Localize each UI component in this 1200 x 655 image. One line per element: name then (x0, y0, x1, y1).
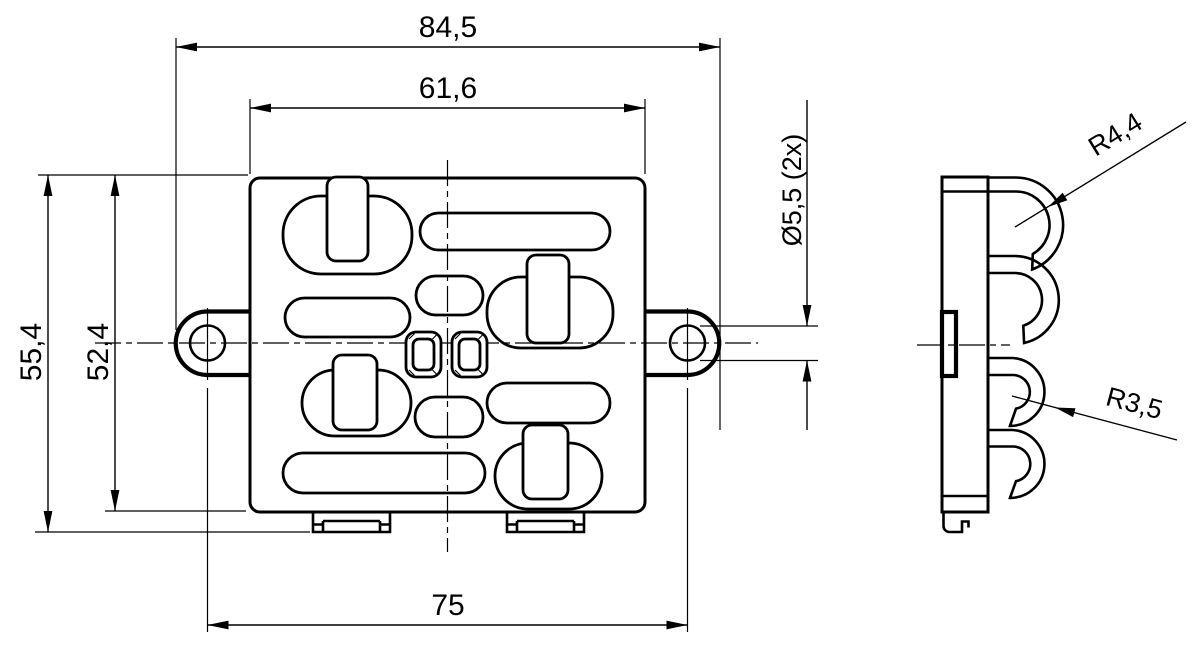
slot-stadium-left-middle (283, 296, 412, 339)
grommet-left (404, 330, 443, 379)
centerlines (95, 160, 1010, 552)
slot-lower-left (331, 353, 379, 432)
dim-label-radius-small: R3,5 (1103, 381, 1166, 425)
clip-1 (988, 176, 1065, 272)
dimension-hole-spacing: 75 (206, 388, 689, 632)
leader-line (1011, 395, 1178, 441)
callout-radius-large: R4,4 (1014, 107, 1187, 228)
dimension-overall-height: 55,4 (15, 174, 310, 533)
arrowhead-up (802, 360, 812, 382)
side-tab-profile (939, 309, 959, 379)
slot-stadium-bottom-left (281, 451, 487, 495)
dimension-overall-width: 84,5 (175, 11, 721, 430)
callout-radius-small: R3,5 (1011, 381, 1178, 441)
arrowhead (1048, 192, 1068, 207)
side-view (939, 175, 1065, 534)
plate-band-lines (942, 190, 988, 498)
foot-left (311, 512, 392, 534)
slot-middle-right (525, 253, 571, 345)
dim-label-slot-field-width: 61,6 (419, 72, 477, 105)
dim-label-hole-spacing: 75 (431, 589, 464, 622)
extension-lines (206, 388, 689, 632)
extension-lines (35, 174, 310, 533)
dim-label-radius-large: R4,4 (1083, 107, 1147, 162)
slot-stadium-top-right (418, 211, 612, 252)
dim-label-overall-height: 55,4 (15, 323, 48, 381)
slot-stadium-center-lower (413, 395, 485, 439)
snap-hook (942, 512, 970, 534)
clip-2 (988, 254, 1061, 345)
dimension-body-height: 52,4 (82, 175, 246, 512)
slot-bottom-right (521, 423, 570, 501)
arrowhead-right (699, 42, 720, 52)
extension-lines (175, 38, 721, 430)
tangent-lines (700, 325, 818, 362)
slot-top-left (325, 175, 370, 263)
dim-label-overall-width: 84,5 (419, 11, 477, 44)
arrowhead-bottom (110, 490, 120, 511)
clip-3 (988, 356, 1046, 428)
clip-4 (988, 428, 1046, 500)
dimension-slot-field-width: 61,6 (249, 72, 646, 174)
dim-label-body-height: 52,4 (82, 323, 115, 381)
leader-line (1014, 121, 1187, 228)
arrowhead-top (110, 175, 120, 196)
arrowhead-left (207, 620, 229, 630)
arrowhead-right (666, 620, 688, 630)
arrowhead-left (176, 42, 197, 52)
arrowhead-down (802, 305, 812, 326)
arrowhead-bottom (43, 511, 53, 532)
arrowhead-right (624, 103, 645, 113)
slot-stadium-right-lower (485, 381, 612, 425)
arrowhead-top (43, 175, 53, 196)
arrowhead-left (250, 103, 271, 113)
extension-lines (249, 99, 646, 174)
grommet-right (450, 330, 489, 379)
dim-label-hole-diameter: Ø5,5 (2x) (777, 134, 807, 247)
foot-right (505, 512, 586, 534)
dimension-hole-diameter: Ø5,5 (2x) (700, 100, 818, 430)
slot-stadium-center-upper (414, 274, 485, 317)
arrowhead (1055, 407, 1076, 418)
